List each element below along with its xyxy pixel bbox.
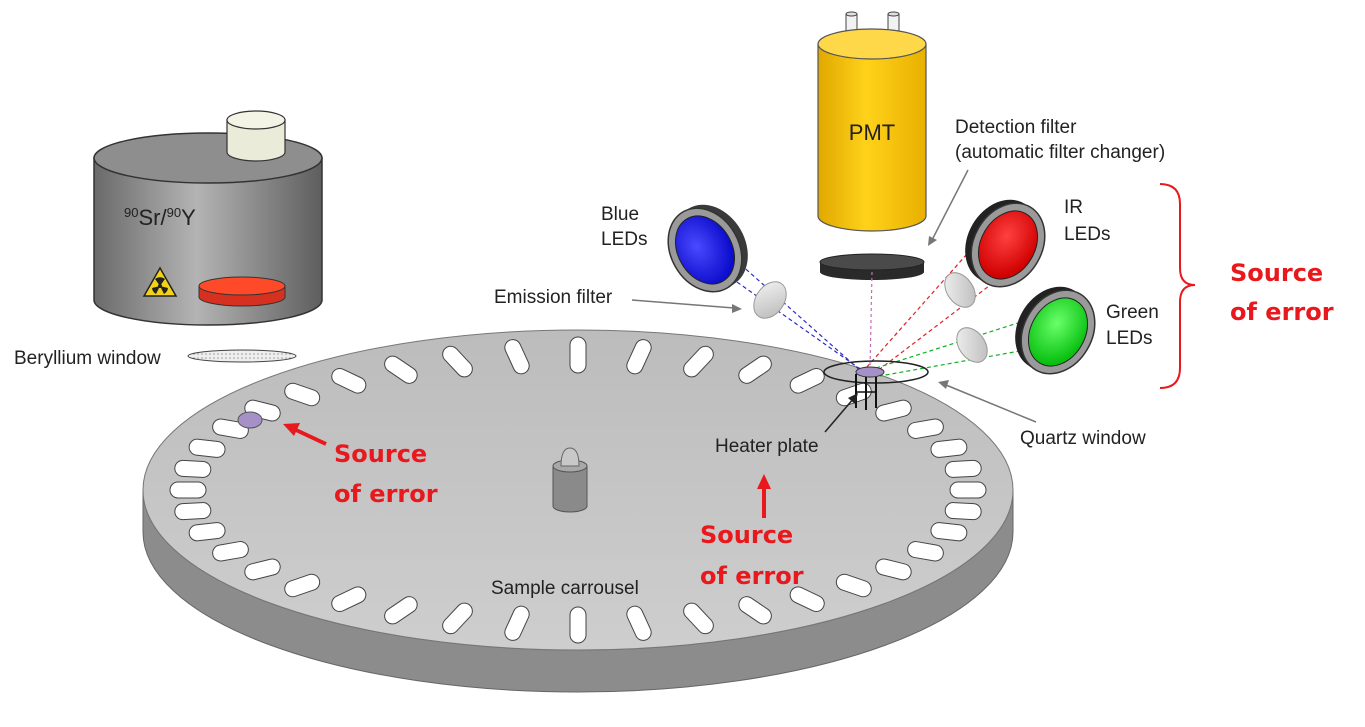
detection-filter	[819, 253, 925, 280]
beryllium-window	[187, 349, 297, 363]
quartz-window-label: Quartz window	[1020, 428, 1146, 449]
sample-slot	[331, 586, 367, 613]
heater-plate-label: Heater plate	[715, 436, 819, 457]
sample-slot	[174, 502, 212, 521]
pmt-label: PMT	[849, 120, 895, 145]
sample-slot	[504, 339, 530, 375]
beta-source-cylinder: 90Sr/90Y	[93, 110, 323, 326]
pmt-tube: PMT	[817, 11, 927, 232]
sample-slot	[875, 399, 912, 422]
svg-text:Source: Source	[334, 440, 427, 468]
emission-filter-label: Emission filter	[494, 287, 613, 308]
led-group-bracket	[1159, 183, 1196, 389]
sample-slot	[569, 606, 587, 644]
sample-slot	[442, 602, 473, 635]
svg-text:Source: Source	[1230, 259, 1323, 287]
sample-carrousel-label: Sample carrousel	[491, 578, 639, 599]
sample-slot	[626, 605, 652, 641]
quartz-window-pointer	[945, 384, 1037, 423]
sample-slot	[188, 438, 226, 458]
ir-leds-label-line2: LEDs	[1064, 224, 1110, 245]
sample-slot	[284, 573, 321, 598]
error-annotation-heater: Source of error	[700, 474, 804, 590]
emission-filter-pointer	[631, 299, 735, 309]
beryllium-window-label: Beryllium window	[14, 348, 161, 369]
sample-slot	[738, 596, 772, 625]
sample-slot	[835, 573, 872, 598]
sample-slot	[244, 558, 281, 581]
blue-leds-label-line1: Blue	[601, 204, 639, 225]
green-leds-label-line2: LEDs	[1106, 328, 1152, 349]
sample-slot	[949, 481, 987, 499]
detection-filter-label-line2: (automatic filter changer)	[955, 142, 1165, 163]
error-annotation-left: Source of error	[283, 423, 438, 508]
sample-slot	[504, 605, 530, 641]
sample-carousel	[142, 329, 1014, 693]
isotope-label: 90Sr/90Y	[124, 205, 196, 230]
sample-slot	[169, 481, 207, 499]
sample-slot	[442, 345, 473, 378]
pmt-optical-axis	[869, 271, 873, 369]
sample-slot	[930, 438, 968, 458]
sample-slot	[683, 345, 714, 378]
sample-slot	[930, 522, 968, 542]
sample-slot	[907, 418, 944, 439]
sample-slot	[907, 541, 944, 562]
sample-slot	[384, 355, 418, 384]
sample-slot	[331, 367, 367, 394]
ir-leds-label-line1: IR	[1064, 197, 1083, 218]
heated-sample	[855, 366, 885, 378]
sample-slot	[789, 586, 825, 613]
sample-slot	[569, 336, 587, 374]
error-annotation-leds: Source of error	[1159, 183, 1334, 389]
sample-slot	[174, 459, 212, 478]
blue-leds-label-line2: LEDs	[601, 229, 647, 250]
heater-plate-pointer	[824, 397, 855, 433]
heater-assembly	[823, 360, 929, 410]
svg-text:Source: Source	[700, 521, 793, 549]
sample-slot	[284, 382, 321, 407]
sample-slot	[944, 502, 982, 521]
svg-text:of error: of error	[700, 562, 804, 590]
detection-filter-label-line1: Detection filter	[955, 117, 1077, 138]
sample-slot	[875, 558, 912, 581]
svg-text:of error: of error	[1230, 298, 1334, 326]
detection-filter-pointer	[931, 169, 969, 241]
sample-slot	[212, 541, 249, 562]
emission-filters	[753, 272, 988, 363]
svg-text:of error: of error	[334, 480, 438, 508]
green-led-unit	[1015, 286, 1096, 375]
sample-slot	[738, 355, 772, 384]
sample-slot	[944, 459, 982, 478]
sample-aliquot-disc	[237, 411, 263, 429]
sample-slot	[384, 596, 418, 625]
center-spindle	[552, 447, 588, 513]
green-leds-label-line1: Green	[1106, 302, 1159, 323]
sample-slot	[683, 602, 714, 635]
carousel-slots	[169, 336, 987, 644]
sample-slot	[188, 522, 226, 542]
blue-led-unit	[667, 204, 748, 293]
radiation-warning-icon	[142, 266, 178, 297]
sample-slot	[626, 339, 652, 375]
source-disc	[198, 276, 286, 307]
ir-led-unit	[965, 199, 1046, 288]
